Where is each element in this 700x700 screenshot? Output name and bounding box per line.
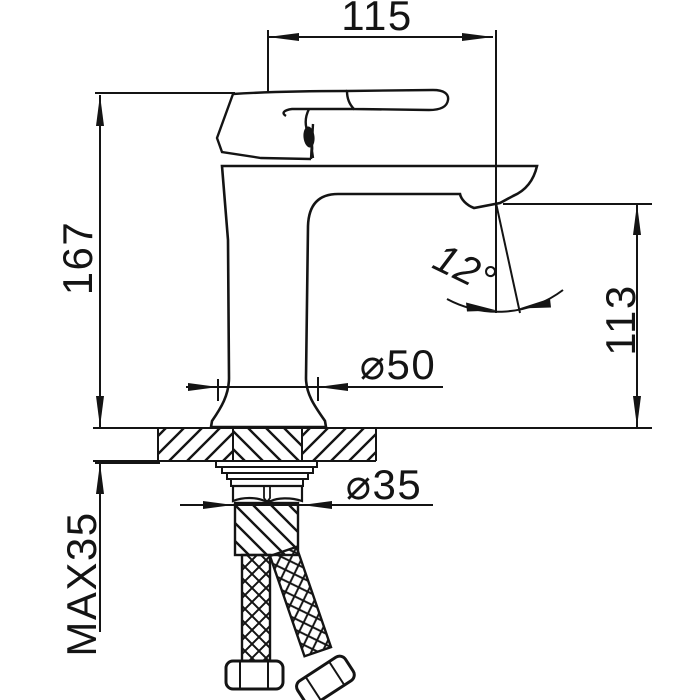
arrowhead-bottom — [96, 396, 104, 427]
dim-outlet-height: 113 — [503, 203, 652, 427]
shank-section-hatch — [234, 429, 302, 460]
arrowhead-left — [268, 33, 299, 41]
arc-arrowhead-right — [519, 298, 551, 309]
dim-shank-diameter: ⌀35 — [180, 461, 433, 509]
hose-fitting-left — [224, 659, 285, 691]
dim-spout-angle-label: 12° — [427, 236, 503, 303]
arrowhead-left — [203, 501, 233, 509]
dim-outlet-height-label: 113 — [597, 284, 644, 355]
threaded-shank-section — [233, 501, 300, 557]
dim-max-thickness-label: MAX35 — [58, 511, 105, 656]
arrowhead-right — [462, 33, 493, 41]
angle-arc — [446, 289, 564, 313]
dim-total-height: 167 — [54, 92, 235, 427]
hose-fitting-right — [295, 654, 356, 700]
dim-max-thickness: MAX35 — [58, 462, 160, 657]
arrowhead-right — [302, 501, 332, 509]
handle-lever-underside — [282, 107, 354, 118]
hose-braid-right — [268, 545, 333, 658]
faucet-spout-body — [209, 164, 539, 429]
arrowhead-top — [633, 204, 641, 235]
dim-spout-reach: 115 — [267, 0, 497, 313]
mounting-nut — [231, 484, 304, 503]
dim-total-height-label: 167 — [54, 221, 101, 296]
handle-lever-blade — [345, 88, 450, 112]
mounting-washer-stack — [215, 460, 318, 487]
dim-shank-diameter-label: ⌀35 — [346, 461, 423, 508]
arrowhead-top — [96, 95, 104, 126]
hose-braid-left — [240, 553, 272, 663]
arrowhead-left — [188, 383, 218, 391]
arrowhead-bottom — [633, 396, 641, 427]
dim-spout-angle: 12° — [427, 202, 564, 314]
faucet-handle — [215, 88, 450, 161]
countertop-hatch-left — [159, 429, 233, 460]
arrowhead-up — [96, 463, 104, 494]
handle-cap — [215, 93, 312, 161]
arrowhead-right — [318, 383, 348, 391]
countertop-hatch-right — [303, 429, 375, 460]
dim-base-diameter: ⌀50 — [186, 341, 443, 401]
angle-leg-line — [495, 202, 521, 314]
fitting-facet-line — [304, 676, 322, 700]
handle-lever-top-line — [232, 89, 348, 96]
handle-joint-drop — [303, 126, 315, 148]
supply-hose-right — [268, 545, 356, 700]
countertop-cross-section — [93, 427, 652, 462]
dim-spout-reach-label: 115 — [341, 0, 412, 39]
supply-hose-left — [224, 553, 285, 691]
fitting-facet-line — [328, 661, 346, 686]
dim-base-diameter-label: ⌀50 — [360, 341, 437, 388]
arc-arrowhead-left — [466, 302, 497, 312]
